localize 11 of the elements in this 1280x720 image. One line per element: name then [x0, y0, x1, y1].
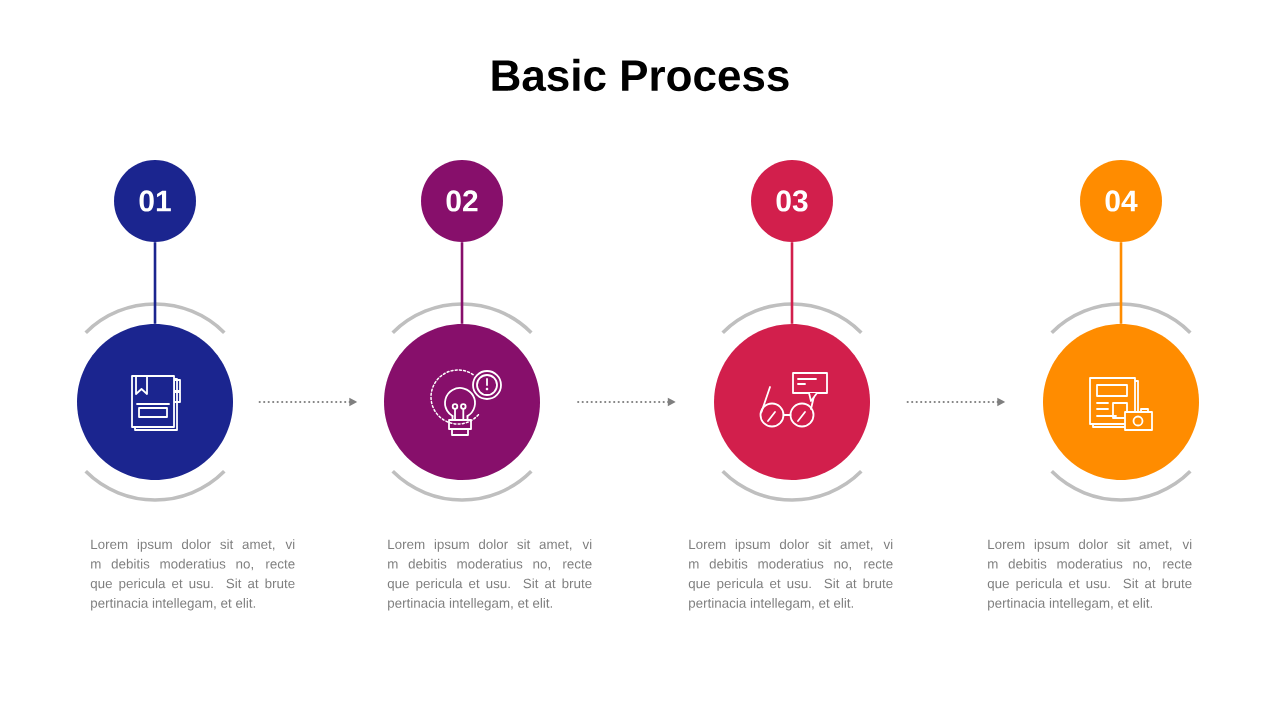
connector-line	[153, 242, 157, 324]
connector-line	[790, 242, 794, 324]
step-circle	[384, 324, 540, 480]
body-text: Lorem ipsum dolor sit amet, vi m debitis moderatius no, recte que pericula et usu. Sit at brute pertinacia intellegam, et elit.	[387, 539, 592, 611]
title: Basic Process	[492, 58, 789, 92]
body-text: Lorem ipsum dolor sit amet, vi m debitis moderatius no, recte que pericula et usu. Sit at brute pertinacia intellegam, et elit.	[90, 539, 295, 611]
body-text: Lorem ipsum dolor sit amet, vi m debitis moderatius no, recte que pericula et usu. Sit at brute pertinacia intellegam, et elit.	[688, 539, 893, 611]
body-text: Lorem ipsum dolor sit amet, vi m debitis moderatius no, recte que pericula et usu. Sit at brute pertinacia intellegam, et elit.	[987, 539, 1192, 611]
connector-line	[1119, 242, 1123, 324]
connector-line	[460, 242, 464, 324]
step-circle	[714, 324, 870, 480]
